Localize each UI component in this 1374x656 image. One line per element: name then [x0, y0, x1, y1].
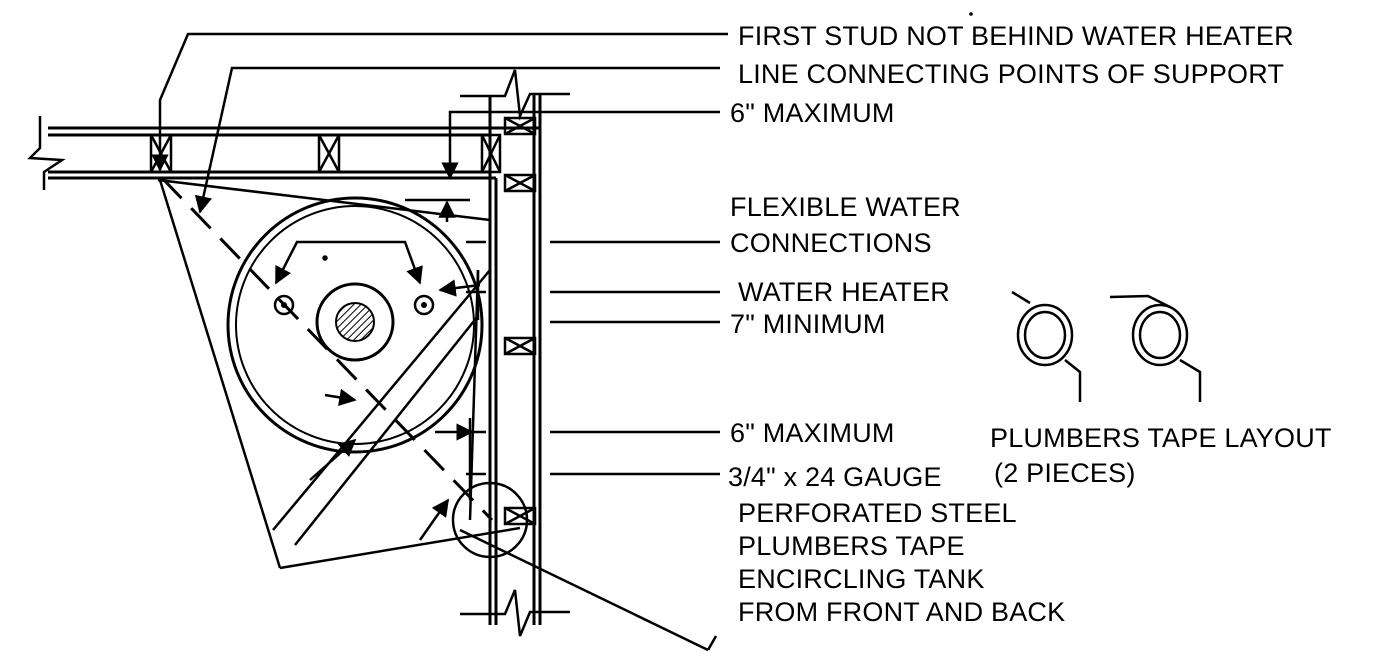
label-flexible-1: FLEXIBLE WATER [730, 192, 961, 222]
dim-strap-arrows [309, 388, 450, 541]
label-tape-1: 3/4" x 24 GAUGE [728, 462, 942, 492]
tape-layout-icon-right [1109, 294, 1202, 402]
stud-vertical-2 [503, 173, 537, 193]
label-first-stud: FIRST STUD NOT BEHIND WATER HEATER [738, 21, 1294, 51]
stud-vertical-4 [503, 506, 537, 526]
connections-bracket [274, 240, 423, 285]
label-tape-4: ENCIRCLING TANK [738, 564, 985, 594]
leaders [151, 32, 728, 476]
label-tape-3: PLUMBERS TAPE [738, 531, 965, 561]
stud-corner [480, 133, 502, 174]
flue-vent [315, 282, 395, 362]
label-layout-1: PLUMBERS TAPE LAYOUT [990, 423, 1332, 453]
stud-middle [317, 133, 341, 174]
ink-dot [969, 12, 973, 16]
label-flexible-2: CONNECTIONS [730, 228, 932, 258]
horizontal-wall [27, 116, 496, 190]
detail-circle [451, 481, 529, 559]
dim-7-min [438, 270, 481, 320]
label-tape-5: FROM FRONT AND BACK [738, 597, 1065, 627]
label-layout-2: (2 PIECES) [994, 458, 1136, 488]
label-6-max-top: 6" MAXIMUM [730, 98, 895, 128]
tape-layout-icon-left [1011, 290, 1082, 402]
strap-lower [272, 269, 718, 652]
label-7-min: 7" MINIMUM [730, 309, 886, 339]
water-connection-right [413, 294, 435, 316]
strap-upper [157, 178, 521, 570]
dim-6-max-top [405, 110, 720, 222]
label-water-heater: WATER HEATER [738, 277, 950, 307]
stud-vertical-top [503, 116, 537, 136]
label-6-max-bottom: 6" MAXIMUM [730, 418, 895, 448]
stud-vertical-3 [503, 336, 537, 356]
label-tape-2: PERFORATED STEEL [738, 498, 1017, 528]
dim-6-max-bottom [435, 418, 474, 500]
line-connecting-supports [160, 176, 494, 522]
label-line-connecting: LINE CONNECTING POINTS OF SUPPORT [738, 59, 1284, 89]
